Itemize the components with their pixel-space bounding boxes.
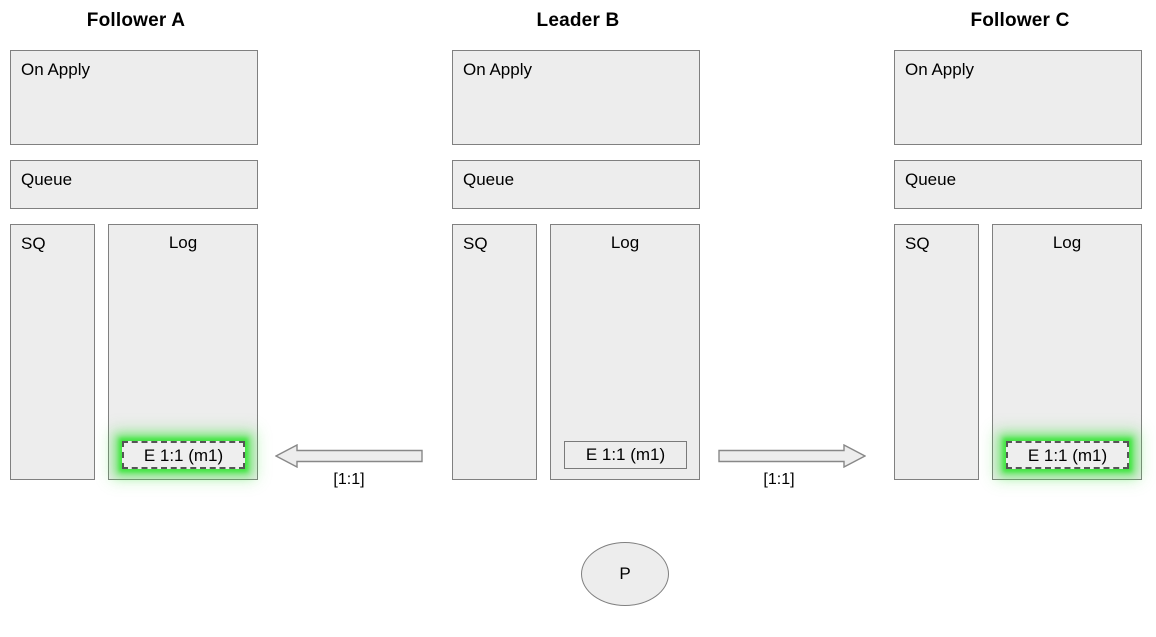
follower-c-log-label: Log: [1052, 233, 1082, 252]
follower-c-sq-label: SQ: [905, 234, 930, 253]
arrow-leader-to-follower-a-label: [1:1]: [333, 471, 365, 488]
follower-a-log-label: Log: [168, 233, 198, 252]
node-title-leader-b: Leader B: [536, 10, 620, 31]
follower-c-queue-label: Queue: [905, 170, 957, 189]
follower-c-on-apply-box: On Apply: [894, 50, 1142, 145]
leader-b-sq-label: SQ: [463, 234, 488, 253]
follower-a-log-entry: E 1:1 (m1): [122, 441, 245, 469]
leader-b-log-box: Log: [550, 224, 700, 480]
follower-c-sq-box: SQ: [894, 224, 979, 480]
follower-a-on-apply-box: On Apply: [10, 50, 258, 145]
follower-c-queue-box: Queue: [894, 160, 1142, 209]
client-p-label: P: [619, 564, 631, 583]
leader-b-queue-label: Queue: [463, 170, 515, 189]
follower-a-queue-label: Queue: [21, 170, 73, 189]
arrow-leader-to-follower-c-label: [1:1]: [763, 471, 795, 488]
leader-b-on-apply-box: On Apply: [452, 50, 700, 145]
leader-b-on-apply-label: On Apply: [463, 60, 532, 79]
follower-a-sq-box: SQ: [10, 224, 95, 480]
arrow-leader-to-follower-a: [275, 444, 423, 468]
node-title-follower-c: Follower C: [970, 10, 1070, 31]
follower-c-log-entry: E 1:1 (m1): [1006, 441, 1129, 469]
follower-a-queue-box: Queue: [10, 160, 258, 209]
follower-c-log-box: Log: [992, 224, 1142, 480]
follower-a-log-box: Log: [108, 224, 258, 480]
arrow-leader-to-follower-c: [718, 444, 866, 468]
node-title-follower-a: Follower A: [86, 10, 186, 31]
client-p-node: P: [581, 542, 669, 606]
leader-b-log-label: Log: [610, 233, 640, 252]
leader-b-log-entry: E 1:1 (m1): [564, 441, 687, 469]
follower-a-sq-label: SQ: [21, 234, 46, 253]
follower-c-on-apply-label: On Apply: [905, 60, 974, 79]
leader-b-sq-box: SQ: [452, 224, 537, 480]
follower-a-on-apply-label: On Apply: [21, 60, 90, 79]
leader-b-queue-box: Queue: [452, 160, 700, 209]
